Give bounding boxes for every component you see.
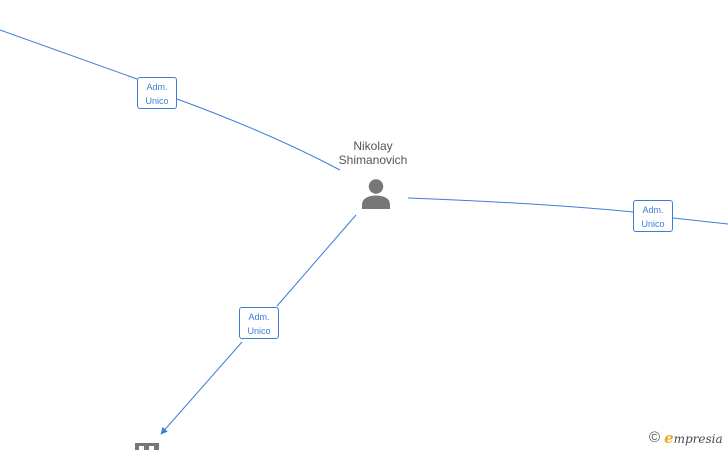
person-name-last: Shimanovich bbox=[338, 153, 408, 167]
edge-upper-left bbox=[0, 29, 341, 171]
edge-label-right[interactable]: Adm. Unico bbox=[633, 200, 673, 232]
person-icon[interactable] bbox=[361, 178, 391, 210]
brand-logo-rest: mpresia bbox=[673, 431, 723, 446]
brand-logo[interactable]: empresia bbox=[664, 429, 723, 448]
company-building-icon[interactable] bbox=[135, 443, 159, 450]
edge-right bbox=[407, 197, 728, 225]
person-name[interactable]: Nikolay Shimanovich bbox=[323, 139, 423, 167]
edge-label-lower-left[interactable]: Adm. Unico bbox=[239, 307, 279, 339]
person-name-first: Nikolay bbox=[353, 139, 393, 153]
edge-label-role: Adm. bbox=[248, 312, 270, 322]
footer-brand: © empresia bbox=[649, 429, 723, 447]
edge-label-upper-left[interactable]: Adm. Unico bbox=[137, 77, 177, 109]
copyright-icon: © bbox=[649, 429, 661, 446]
edge-label-role: Adm. bbox=[146, 82, 168, 92]
edge-label-type: Unico bbox=[641, 219, 665, 229]
edge-label-type: Unico bbox=[247, 326, 271, 336]
brand-logo-initial: e bbox=[664, 428, 674, 447]
edge-label-role: Adm. bbox=[642, 205, 664, 215]
edge-label-type: Unico bbox=[145, 96, 169, 106]
edge-lower-left bbox=[161, 214, 357, 434]
